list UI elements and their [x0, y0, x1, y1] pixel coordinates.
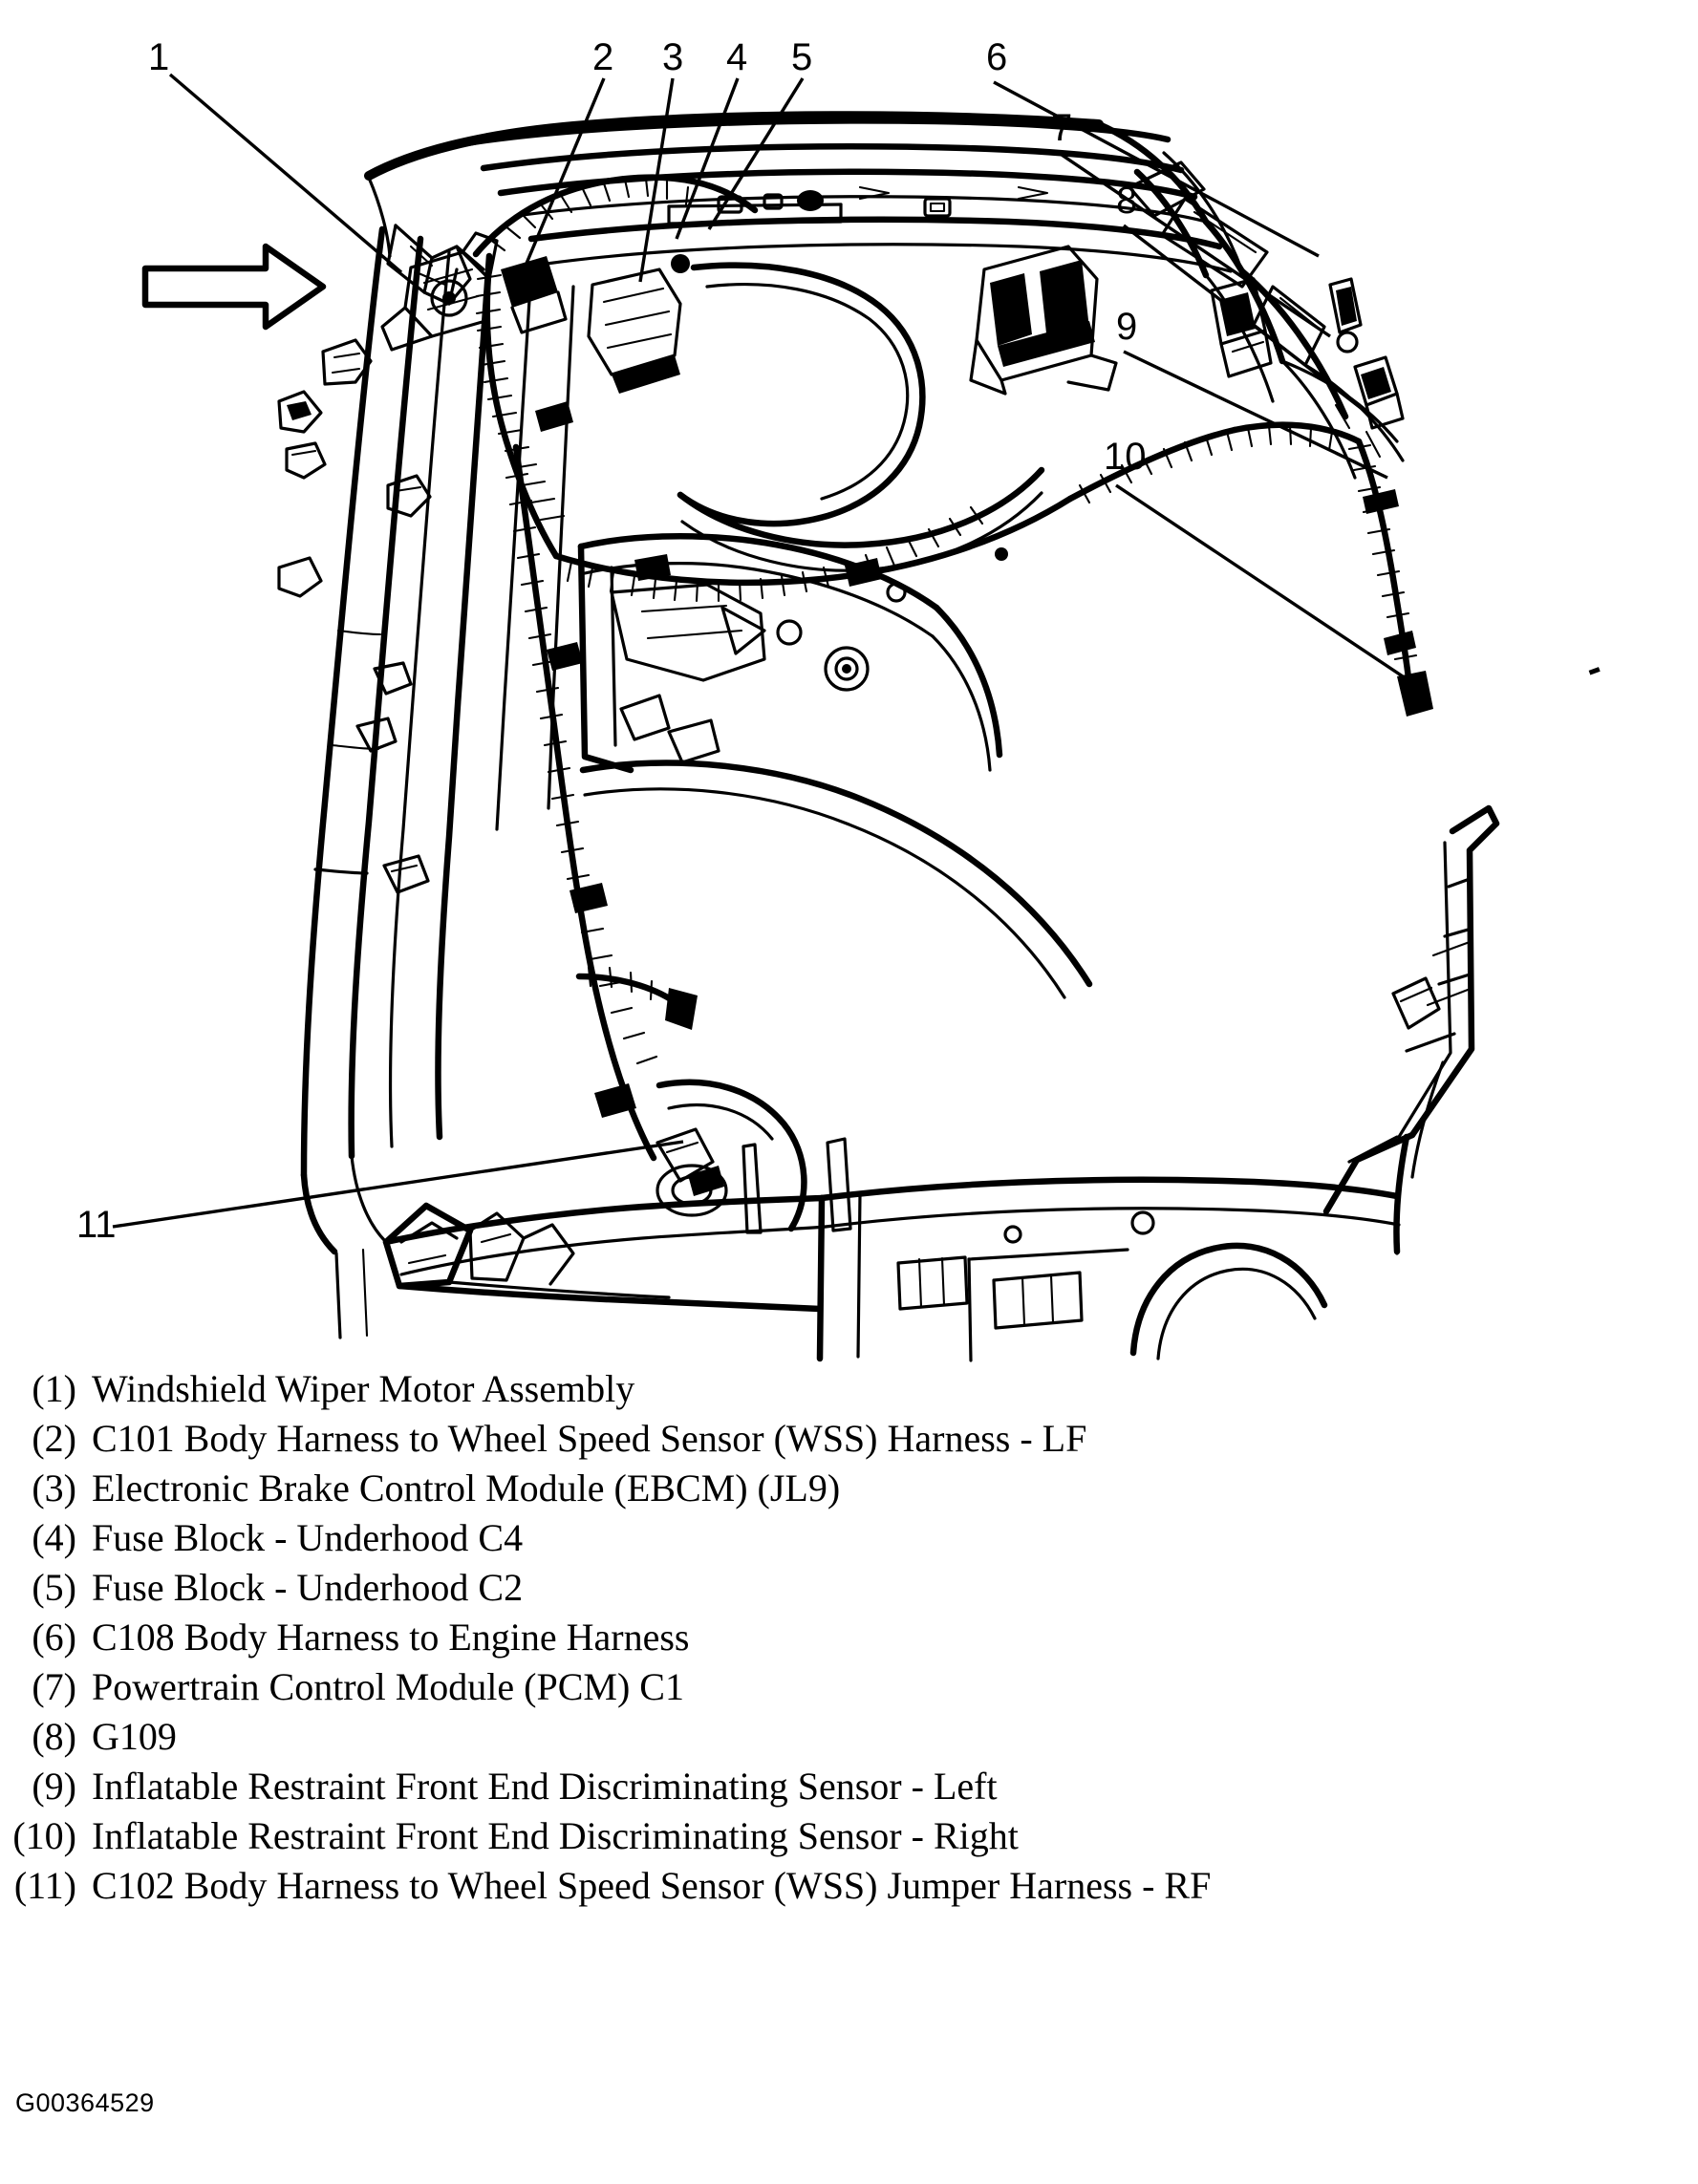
- fender-mount-hardware: [277, 338, 432, 894]
- underhood-fuse-block: [969, 245, 1118, 396]
- component-legend-list: (1) Windshield Wiper Motor Assembly (2) …: [0, 1364, 1698, 1911]
- c101-connector: [501, 256, 568, 334]
- legend-index: (10): [12, 1814, 76, 1857]
- legend-index: (11): [13, 1864, 76, 1907]
- legend-label: C102 Body Harness to Wheel Speed Sensor …: [92, 1864, 1212, 1907]
- legend-label: Powertrain Control Module (PCM) C1: [92, 1665, 684, 1708]
- legend-item: (3) Electronic Brake Control Module (EBC…: [0, 1464, 1698, 1513]
- legend-item: (9) Inflatable Restraint Front End Discr…: [0, 1762, 1698, 1811]
- callout-leader-lines: [112, 73, 1409, 1229]
- legend-item: (1) Windshield Wiper Motor Assembly: [0, 1364, 1698, 1414]
- hood-hinge-bracket: [367, 176, 485, 306]
- callout-number-5: 5: [791, 36, 813, 78]
- legend-item: (2) C101 Body Harness to Wheel Speed Sen…: [0, 1414, 1698, 1464]
- diagram-line-art: .ln { fill:none; stroke:#000; stroke-wid…: [112, 73, 1601, 1362]
- legend-index: (9): [32, 1765, 76, 1808]
- callout-number-9: 9: [1116, 306, 1138, 348]
- left-fender-panel: [300, 225, 1093, 1255]
- arrow-right-icon: [141, 243, 327, 331]
- callout-number-10: 10: [1104, 436, 1147, 478]
- radiator-support: [1322, 804, 1500, 1255]
- callout-number-6: 6: [986, 36, 1008, 78]
- figure-reference-code: G00364529: [15, 2088, 155, 2117]
- body-wire-harness: [472, 174, 1433, 1162]
- legend-index: (7): [32, 1665, 76, 1708]
- legend-item: (11) C102 Body Harness to Wheel Speed Se…: [0, 1861, 1698, 1911]
- legend-label: C108 Body Harness to Engine Harness: [92, 1616, 690, 1659]
- ebcm-module: [587, 268, 682, 394]
- legend-label: C101 Body Harness to Wheel Speed Sensor …: [92, 1417, 1087, 1460]
- callout-number-7: 7: [1051, 107, 1073, 149]
- legend-item: (10) Inflatable Restraint Front End Disc…: [0, 1811, 1698, 1861]
- lower-structure: [334, 1079, 1084, 1339]
- legend-index: (8): [32, 1715, 76, 1758]
- callout-number-3: 3: [662, 36, 684, 78]
- legend-label: G109: [92, 1715, 177, 1758]
- legend-label: Inflatable Restraint Front End Discrimin…: [92, 1765, 998, 1808]
- callout-number-2: 2: [592, 36, 614, 78]
- legend-item: (8) G109: [0, 1712, 1698, 1762]
- legend-index: (4): [32, 1516, 76, 1559]
- callout-number-4: 4: [726, 36, 748, 78]
- legend-index: (1): [32, 1367, 76, 1410]
- legend-index: (3): [32, 1467, 76, 1510]
- legend-label: Windshield Wiper Motor Assembly: [92, 1367, 635, 1410]
- callout-number-11: 11: [76, 1204, 117, 1246]
- legend-index: (2): [32, 1417, 76, 1460]
- legend-label: Fuse Block - Underhood C2: [92, 1566, 524, 1609]
- shock-tower-and-bulkhead: [577, 262, 1045, 774]
- legend-label: Electronic Brake Control Module (EBCM) (…: [92, 1467, 841, 1510]
- legend-item: (4) Fuse Block - Underhood C4: [0, 1513, 1698, 1563]
- legend-item: (6) C108 Body Harness to Engine Harness: [0, 1613, 1698, 1662]
- c102-connector: [656, 1127, 724, 1196]
- legend-item: (5) Fuse Block - Underhood C2: [0, 1563, 1698, 1613]
- wiper-motor-assembly: [380, 231, 499, 352]
- legend-item: (7) Powertrain Control Module (PCM) C1: [0, 1662, 1698, 1712]
- callout-number-8: 8: [1116, 180, 1138, 222]
- legend-label: Inflatable Restraint Front End Discrimin…: [92, 1814, 1019, 1857]
- legend-index: (5): [32, 1566, 76, 1609]
- legend-index: (6): [32, 1616, 76, 1659]
- legend-label: Fuse Block - Underhood C4: [92, 1516, 524, 1559]
- header-tie-bar: [816, 1176, 1401, 1362]
- engine-compartment-diagram: .ln { fill:none; stroke:#000; stroke-wid…: [76, 36, 1601, 1362]
- callout-number-1: 1: [148, 36, 170, 78]
